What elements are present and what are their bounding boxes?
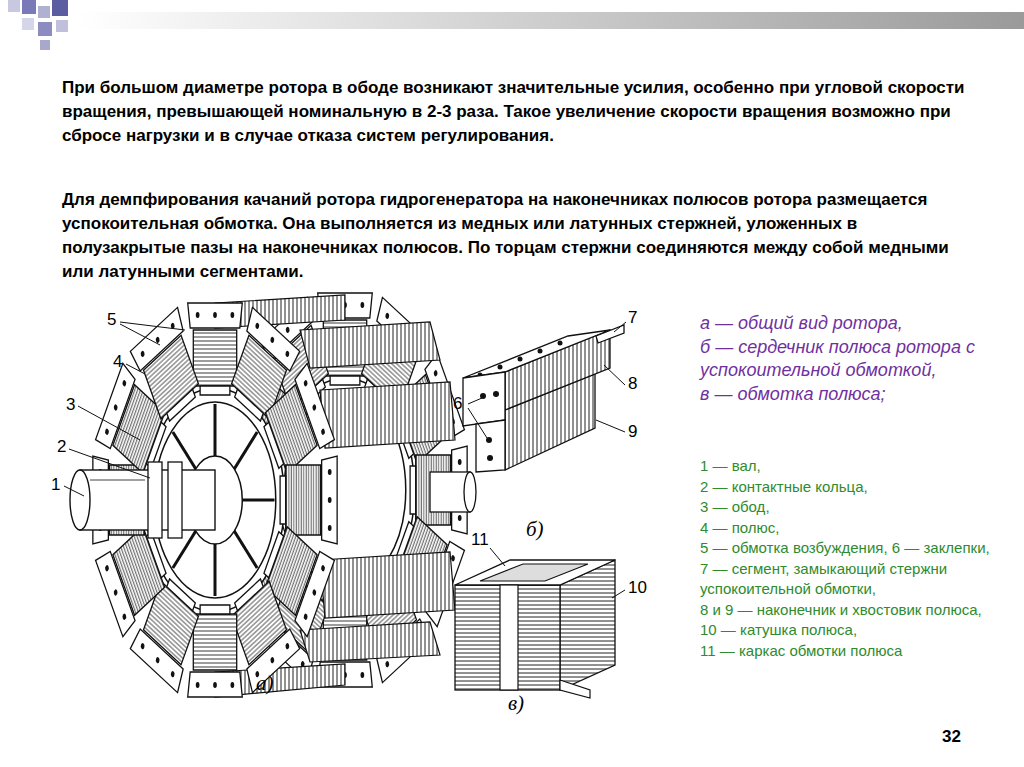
part-list-item: 5 — обмотка возбуждения, 6 — заклепки, (700, 538, 1012, 559)
callout-number: 7 (628, 308, 637, 328)
callout-number: 6 (453, 394, 462, 414)
part-list-item: 11 — каркас обмотки полюса (700, 641, 1012, 662)
part-list-item: 1 — вал, (700, 456, 1012, 477)
pole-core-figure (463, 325, 624, 472)
callout-number: 3 (66, 395, 75, 415)
callout-number: 8 (628, 374, 637, 394)
figure-letter: б) (526, 518, 544, 540)
part-list-item: 8 и 9 — наконечник и хвостовик полюса, (700, 600, 1012, 621)
callout-number: 2 (57, 437, 66, 457)
callout-number: 1 (51, 475, 60, 495)
callout-number: 9 (628, 422, 637, 442)
part-list-item: 10 — катушка полюса, (700, 620, 1012, 641)
page-number: 32 (942, 727, 961, 747)
leader-lines (64, 322, 626, 598)
part-list-column: 1 — вал,2 — контактные кольца,3 — обод,4… (700, 456, 1012, 661)
figure-letter: а) (256, 672, 274, 694)
part-list-item: 2 — контактные кольца, (700, 477, 1012, 498)
callout-number: 4 (113, 352, 122, 372)
callout-number: 11 (471, 530, 489, 550)
figure-legend-column: а — общий вид ротора,б — сердечник полюс… (700, 312, 990, 406)
part-list-item: 4 — полюс, (700, 518, 1012, 539)
figure-legend: б — сердечник полюса ротора с успокоител… (700, 336, 990, 383)
figure-legend: в — обмотка полюса; (700, 383, 990, 407)
body-paragraph: Для демпфирования качаний ротора гидроге… (62, 188, 967, 284)
body-paragraph: При большом диаметре ротора в ободе возн… (62, 76, 967, 148)
figure-letter: в) (508, 692, 524, 714)
callout-number: 5 (107, 310, 116, 330)
part-list-item: 7 — сегмент, замыкающий стержни успокоит… (700, 559, 1012, 600)
callout-number: 10 (628, 578, 647, 598)
rotor-view (70, 293, 476, 697)
header-squares (8, 0, 68, 50)
figure-legend: а — общий вид ротора, (700, 312, 990, 336)
header-band (78, 12, 1024, 29)
pole-coil-figure (455, 560, 615, 698)
part-list-item: 3 — обод, (700, 497, 1012, 518)
